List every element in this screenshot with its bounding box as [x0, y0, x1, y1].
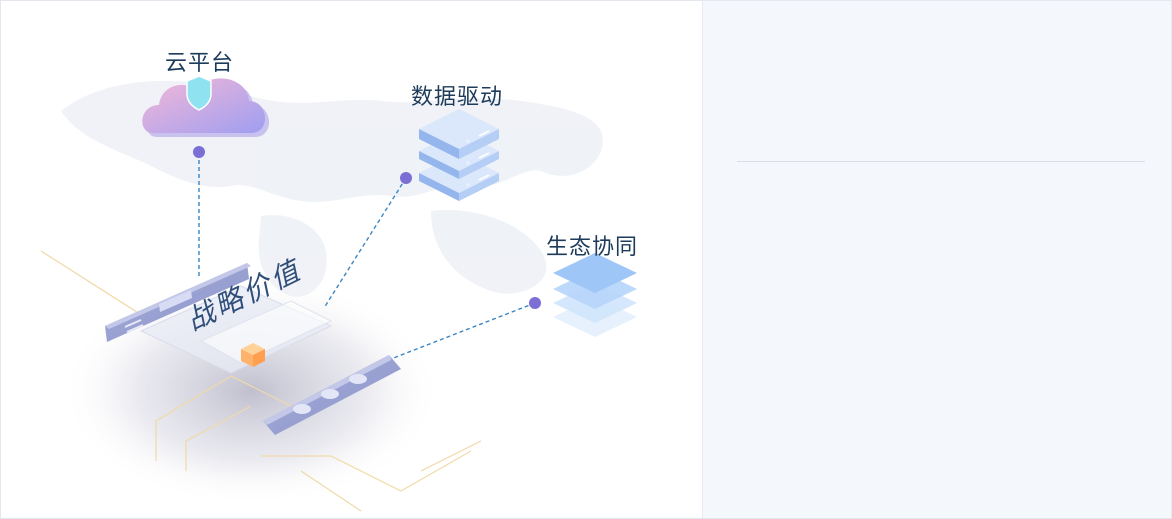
illustration-area: 云平台 数据驱动 生态协同 战略价值	[1, 1, 702, 518]
cube-icon	[241, 343, 265, 367]
label-cloud-platform: 云平台	[165, 51, 235, 76]
illustration-svg	[40, 75, 637, 512]
server-stack-icon	[419, 109, 499, 201]
glass-platform-top	[199, 300, 333, 364]
world-map-icon	[61, 80, 603, 297]
cloud-shield-icon	[142, 75, 270, 137]
label-data-driven: 数据驱动	[411, 85, 504, 110]
data-node-dot	[400, 172, 412, 184]
label-eco-collaboration: 生态协同	[546, 235, 639, 260]
side-panel	[702, 1, 1171, 518]
layers-icon	[553, 253, 637, 337]
connectors	[198, 153, 536, 360]
eco-node-dot	[529, 297, 541, 309]
cloud-node-dot	[193, 146, 205, 158]
panel-divider	[737, 161, 1145, 162]
circuit-lines	[40, 250, 482, 512]
dots-card	[263, 355, 401, 435]
menu-card	[105, 263, 251, 342]
